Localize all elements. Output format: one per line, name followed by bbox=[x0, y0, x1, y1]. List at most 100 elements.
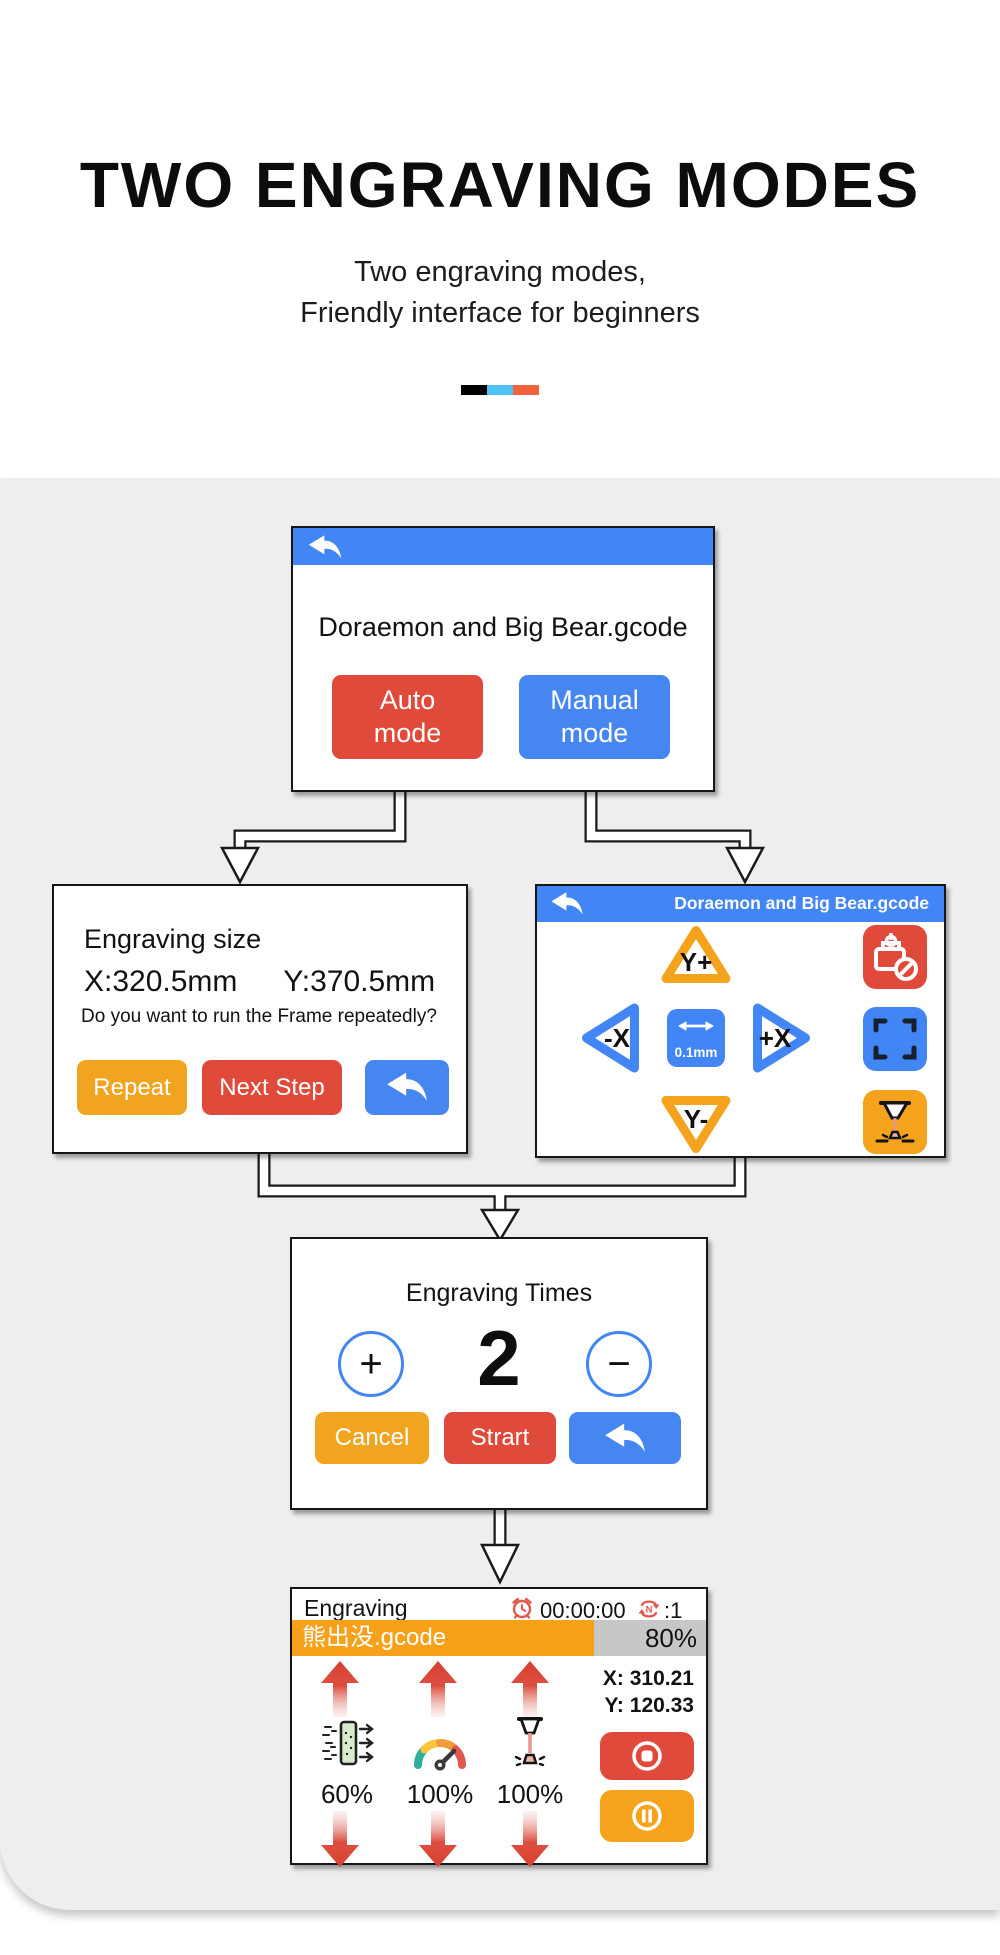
back-button[interactable] bbox=[549, 891, 585, 917]
manual-mode-label: Manual bbox=[550, 685, 639, 715]
stop-icon bbox=[632, 1741, 662, 1771]
jog-x-minus-button[interactable]: -X bbox=[574, 1003, 650, 1073]
minus-icon: − bbox=[607, 1341, 631, 1386]
alarm-clock-icon bbox=[512, 1597, 532, 1619]
laser-coordinates: X: 310.21 Y: 120.33 bbox=[603, 1665, 694, 1719]
jog-y-plus-button[interactable]: Y+ bbox=[658, 923, 734, 989]
title-bar bbox=[293, 528, 713, 565]
progress-file-name: 熊出没.gcode bbox=[302, 1624, 447, 1651]
speed-down-arrow[interactable] bbox=[419, 1811, 457, 1867]
divider-segment bbox=[487, 385, 513, 395]
coord-x: X: 310.21 bbox=[602, 1667, 694, 1690]
mode-select-screen: Doraemon and Big Bear.gcode Auto mode Ma… bbox=[291, 526, 715, 792]
laser-head-icon bbox=[875, 1101, 915, 1143]
page-title: TWO ENGRAVING MODES bbox=[79, 149, 921, 221]
triangle-right-icon bbox=[753, 1003, 810, 1073]
triangle-up-icon bbox=[661, 926, 731, 983]
elapsed-time: 00:00:00 bbox=[540, 1598, 626, 1623]
auto-mode-label: Auto bbox=[379, 685, 436, 715]
manual-mode-label: mode bbox=[560, 718, 629, 748]
x-size-value: X:320.5mm bbox=[84, 965, 238, 998]
back-button[interactable] bbox=[569, 1412, 681, 1464]
start-button[interactable]: Strart bbox=[444, 1412, 556, 1464]
size-values: X:320.5mm Y:370.5mm bbox=[84, 965, 481, 999]
frame-icon bbox=[873, 1018, 917, 1060]
step-size-button[interactable]: 0.1mm bbox=[667, 1009, 725, 1067]
stop-button[interactable] bbox=[600, 1732, 694, 1780]
power-up-arrow[interactable] bbox=[511, 1661, 549, 1717]
y-size-value: Y:370.5mm bbox=[283, 965, 436, 998]
coord-y: Y: 120.33 bbox=[604, 1694, 694, 1717]
divider-bar bbox=[0, 385, 1000, 395]
divider-segment bbox=[461, 385, 487, 395]
back-arrow-icon bbox=[551, 892, 583, 915]
progress-percent: 80% bbox=[644, 1623, 697, 1653]
times-value: 2 bbox=[477, 1314, 521, 1402]
engraving-times-screen: Engraving Times + 2 − Cancel Strart bbox=[290, 1237, 708, 1510]
laser-power-icon bbox=[514, 1717, 546, 1767]
motor-disable-button[interactable] bbox=[863, 925, 927, 989]
jog-y-plus-label: Y+ bbox=[679, 946, 713, 977]
jog-x-plus-button[interactable]: +X bbox=[742, 1003, 818, 1073]
step-arrow-icon bbox=[677, 1021, 715, 1031]
next-step-button[interactable]: Next Step bbox=[202, 1060, 342, 1115]
air-up-arrow[interactable] bbox=[321, 1661, 359, 1717]
jog-x-plus-label: +X bbox=[758, 1022, 792, 1053]
step-size-value: 0.1mm bbox=[674, 1045, 718, 1060]
manual-mode-button[interactable]: Manual mode bbox=[519, 675, 670, 759]
cancel-button[interactable]: Cancel bbox=[315, 1412, 429, 1464]
triangle-down-icon bbox=[661, 1096, 731, 1153]
engraving-progress-screen: Engraving 00:00:00 N :1 熊出没.gcode 80% X:… bbox=[290, 1587, 708, 1867]
auto-mode-label: mode bbox=[373, 718, 442, 748]
auto-mode-button[interactable]: Auto mode bbox=[332, 675, 483, 759]
power-down-arrow[interactable] bbox=[511, 1811, 549, 1867]
back-arrow-icon bbox=[387, 1072, 427, 1101]
cancel-label: Cancel bbox=[334, 1424, 410, 1451]
jog-y-minus-label: Y- bbox=[683, 1103, 709, 1134]
laser-position-button[interactable] bbox=[863, 1090, 927, 1154]
pause-button[interactable] bbox=[600, 1790, 694, 1842]
subtitle-line-1: Two engraving modes, bbox=[354, 256, 646, 288]
next-step-label: Next Step bbox=[219, 1073, 325, 1101]
subtitle-line-2: Friendly interface for beginners bbox=[300, 297, 700, 329]
engraving-size-screen: Engraving size X:320.5mm Y:370.5mm Do you… bbox=[52, 884, 468, 1154]
repeat-label: Repeat bbox=[93, 1073, 171, 1101]
back-button[interactable] bbox=[365, 1060, 449, 1115]
motor-off-icon bbox=[874, 933, 918, 981]
air-assist-value: 60% bbox=[320, 1779, 374, 1809]
divider-segment bbox=[513, 385, 539, 395]
pause-icon bbox=[632, 1801, 662, 1831]
frame-preview-button[interactable] bbox=[863, 1007, 927, 1071]
repeat-button[interactable]: Repeat bbox=[77, 1060, 187, 1115]
air-down-arrow[interactable] bbox=[321, 1811, 359, 1867]
pass-counter: :1 bbox=[664, 1598, 683, 1623]
increase-button[interactable]: + bbox=[338, 1331, 404, 1397]
file-name: Doraemon and Big Bear.gcode bbox=[318, 612, 688, 642]
triangle-left-icon bbox=[582, 1003, 639, 1073]
pass-loop-icon: N bbox=[638, 1600, 660, 1618]
page-subtitle: Two engraving modes, Friendly interface … bbox=[0, 252, 1000, 334]
speed-gauge-icon bbox=[413, 1738, 467, 1771]
back-arrow-icon bbox=[605, 1423, 645, 1452]
title-bar: Doraemon and Big Bear.gcode bbox=[537, 886, 944, 922]
frame-question: Do you want to run the Frame repeatedly? bbox=[81, 1006, 437, 1027]
status-label: Engraving bbox=[304, 1595, 408, 1621]
speed-up-arrow[interactable] bbox=[419, 1661, 457, 1717]
air-assist-icon bbox=[322, 1720, 374, 1766]
start-label: Strart bbox=[470, 1424, 530, 1451]
manual-mode-screen: Doraemon and Big Bear.gcode Y+ -X 0.1mm bbox=[535, 884, 946, 1158]
laser-power-value: 100% bbox=[496, 1779, 564, 1809]
back-button[interactable] bbox=[306, 534, 344, 561]
file-name: Doraemon and Big Bear.gcode bbox=[674, 893, 929, 913]
jog-x-minus-label: -X bbox=[604, 1022, 630, 1053]
jog-y-minus-button[interactable]: Y- bbox=[658, 1090, 734, 1156]
back-arrow-icon bbox=[308, 535, 342, 559]
progress-fill: 熊出没.gcode bbox=[292, 1620, 595, 1656]
svg-text:N: N bbox=[646, 1605, 653, 1616]
progress-bar: 熊出没.gcode 80% bbox=[292, 1620, 706, 1656]
size-title: Engraving size bbox=[84, 924, 262, 954]
decrease-button[interactable]: − bbox=[586, 1331, 652, 1397]
plus-icon: + bbox=[359, 1341, 383, 1386]
speed-value: 100% bbox=[406, 1779, 474, 1809]
